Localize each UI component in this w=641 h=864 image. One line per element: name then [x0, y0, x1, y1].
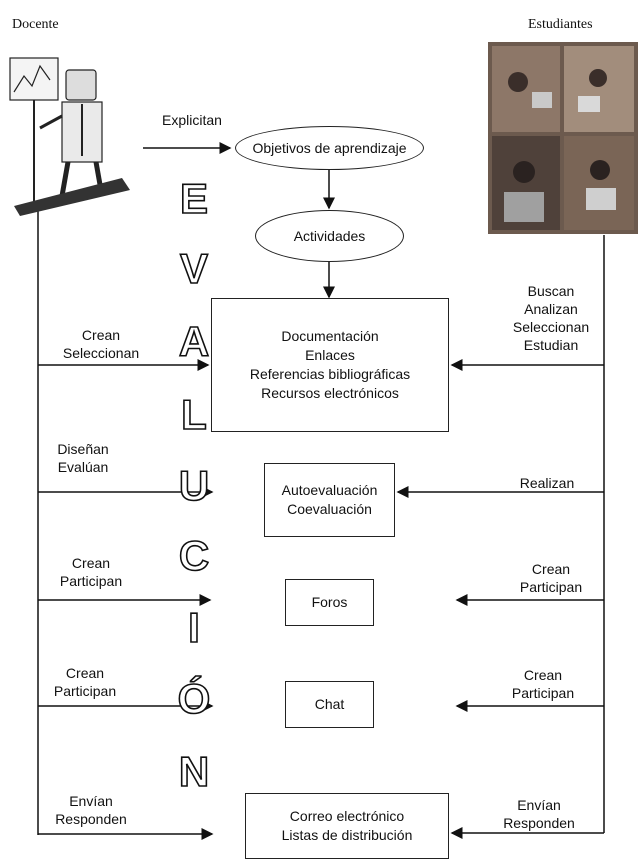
oval-objetivos: Objetivos de aprendizaje [235, 126, 424, 170]
letter-v: V [180, 245, 208, 292]
letter-e: E [180, 175, 208, 222]
box-chat: Chat [285, 681, 374, 728]
oval-actividades: Actividades [255, 210, 404, 262]
box-recursos: Documentación Enlaces Referencias biblio… [211, 298, 449, 432]
letter-c: C [179, 532, 209, 579]
letter-o-accent: Ó [178, 674, 211, 722]
docente-title: Docente [12, 17, 59, 32]
label-explicitan: Explicitan [162, 112, 222, 128]
students-photo [488, 42, 638, 234]
teacher-illustration [9, 57, 130, 216]
letter-i: I [188, 604, 200, 651]
letter-l: L [181, 391, 207, 438]
estudiantes-title: Estudiantes [528, 17, 593, 32]
letter-a: A [179, 318, 209, 365]
box-foros: Foros [285, 579, 374, 626]
box-evaluacion: Autoevaluación Coevaluación [264, 463, 395, 537]
letter-u: U [179, 462, 209, 509]
letter-n: N [179, 748, 209, 795]
box-correo: Correo electrónico Listas de distribució… [245, 793, 449, 859]
right-label-evaluacion: Realizan [519, 475, 575, 491]
